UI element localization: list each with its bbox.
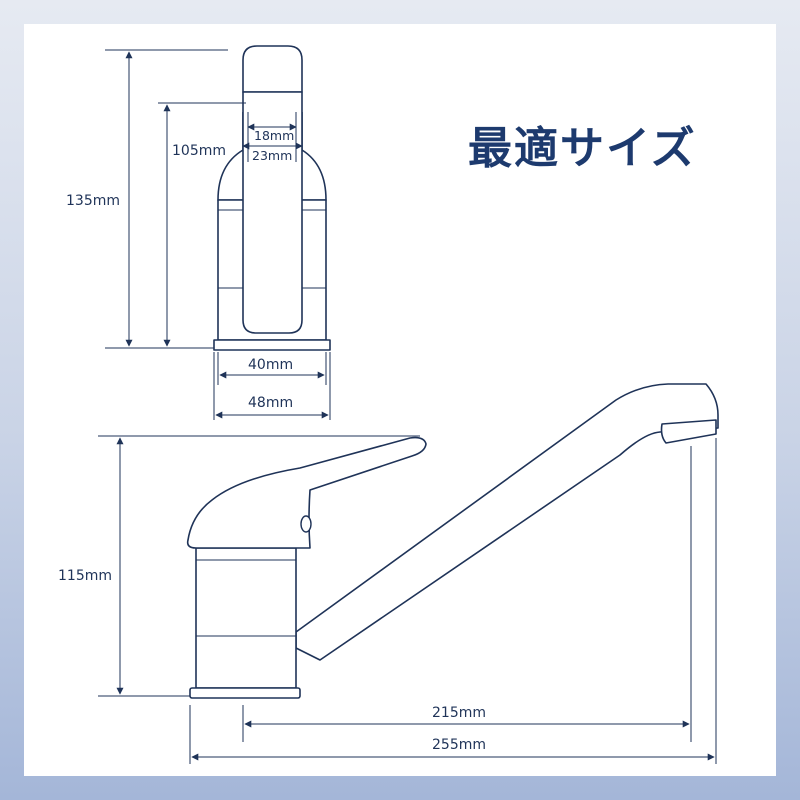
side-total-height-label: 135mm	[66, 193, 120, 209]
side-spout-front	[242, 112, 303, 334]
aerator-outer-label: 23mm	[252, 148, 292, 163]
side-spout-neck	[242, 45, 303, 93]
side-spout-height-label: 105mm	[172, 143, 226, 159]
lever-handle	[186, 436, 427, 549]
aerator-inner-label: 18mm	[254, 128, 294, 143]
front-body	[195, 547, 297, 689]
faucet-side-view: 18mm 23mm 135mm 105mm 40mm 48mm	[66, 45, 331, 420]
side-base	[213, 339, 331, 351]
faucet-front-view: 115mm 215mm 255mm	[58, 383, 719, 764]
spout-reach-label: 215mm	[432, 705, 486, 721]
front-spout	[295, 383, 719, 661]
page-title: 最適サイズ	[468, 123, 697, 174]
front-base	[189, 687, 301, 699]
body-width-label: 40mm	[248, 357, 293, 373]
front-height-label: 115mm	[58, 568, 112, 584]
base-width-label: 48mm	[248, 395, 293, 411]
lever-button-icon	[300, 515, 312, 533]
total-length-label: 255mm	[432, 737, 486, 753]
front-spout-tip	[660, 419, 717, 444]
